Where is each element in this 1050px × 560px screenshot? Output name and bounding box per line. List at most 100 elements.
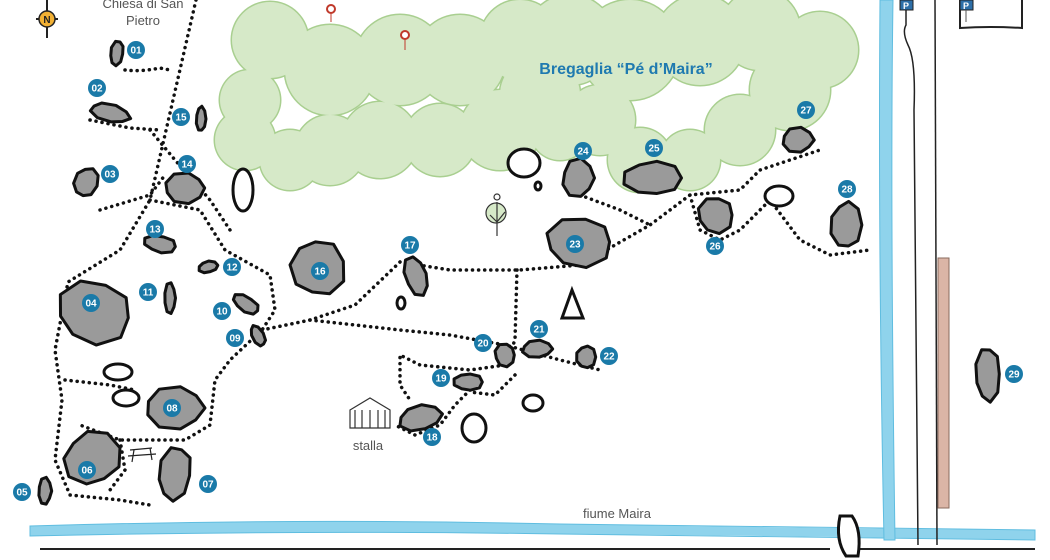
boulder-number: 17 xyxy=(404,241,416,252)
boulder-number-badge[interactable]: 27 xyxy=(797,101,815,119)
boulder-shape[interactable] xyxy=(974,348,1001,404)
boulder-02[interactable] xyxy=(88,99,133,126)
boulder-shape[interactable] xyxy=(561,156,597,198)
boulder-number-badge[interactable]: 02 xyxy=(88,79,106,97)
boulder-07[interactable] xyxy=(154,446,193,503)
boulder-number-badge[interactable]: 29 xyxy=(1005,365,1023,383)
boulder-shape[interactable] xyxy=(71,164,102,199)
boulder-12[interactable] xyxy=(197,259,220,275)
boulder-number-badge[interactable]: 25 xyxy=(645,139,663,157)
boulder-26[interactable] xyxy=(696,197,734,236)
boulder-27[interactable] xyxy=(781,125,816,154)
boulder-number-badge[interactable]: 07 xyxy=(199,475,217,493)
boulder-29[interactable] xyxy=(974,348,1001,404)
boulder-25[interactable] xyxy=(622,159,683,196)
boulder-number-badge[interactable]: 04 xyxy=(82,294,100,312)
boulder-shape[interactable] xyxy=(493,342,516,369)
church-label: Chiesa di San xyxy=(103,0,184,11)
boulder-shape[interactable] xyxy=(829,199,864,248)
boulder-06[interactable] xyxy=(56,423,128,490)
boulder-number-badge[interactable]: 28 xyxy=(838,180,856,198)
compass-icon: N xyxy=(36,0,58,38)
boulder-number: 20 xyxy=(477,339,489,350)
boulder-number-badge[interactable]: 14 xyxy=(178,155,196,173)
boulder-number-badge[interactable]: 06 xyxy=(78,461,96,479)
badge-circle xyxy=(199,475,217,493)
boulders xyxy=(37,39,1001,506)
boulder-number-badge[interactable]: 16 xyxy=(311,262,329,280)
boulder-number: 07 xyxy=(202,480,214,491)
boulder-05[interactable] xyxy=(37,475,54,506)
boulder-number-badge[interactable]: 08 xyxy=(163,399,181,417)
boulder-shape[interactable] xyxy=(56,423,128,490)
boulder-number-badge[interactable]: 23 xyxy=(566,235,584,253)
boulder-shape[interactable] xyxy=(194,104,208,132)
boulder-shape[interactable] xyxy=(163,281,178,315)
boulder-number: 26 xyxy=(709,242,721,253)
forest-area xyxy=(213,0,860,194)
boulder-number-badge[interactable]: 15 xyxy=(172,108,190,126)
boulder-01[interactable] xyxy=(108,39,125,68)
boulder-shape[interactable] xyxy=(197,259,220,275)
boulder-number-badge[interactable]: 21 xyxy=(530,320,548,338)
boulder-shape[interactable] xyxy=(696,197,734,236)
boulder-number-badge[interactable]: 13 xyxy=(146,220,164,238)
boulder-number-badge[interactable]: 22 xyxy=(600,347,618,365)
boulder-15[interactable] xyxy=(194,104,208,132)
boulder-number-badge[interactable]: 05 xyxy=(13,483,31,501)
badge-circle xyxy=(566,235,584,253)
boulder-number-badge[interactable]: 12 xyxy=(223,258,241,276)
boulder-shape[interactable] xyxy=(37,475,54,506)
boulder-shape[interactable] xyxy=(108,39,125,68)
boulder-17[interactable] xyxy=(401,255,432,299)
badge-circle xyxy=(163,399,181,417)
boulder-shape[interactable] xyxy=(164,171,207,206)
boulder-shape[interactable] xyxy=(53,278,133,350)
boulder-24[interactable] xyxy=(561,156,597,198)
boulder-shape[interactable] xyxy=(521,338,555,359)
boulder-shape[interactable] xyxy=(88,99,133,126)
boulder-number: 22 xyxy=(603,352,615,363)
badge-circle xyxy=(82,294,100,312)
boulder-number-badge[interactable]: 03 xyxy=(101,165,119,183)
boulder-19[interactable] xyxy=(452,372,484,392)
boulder-09[interactable] xyxy=(247,323,268,348)
boulder-number: 13 xyxy=(149,225,161,236)
boulder-shape[interactable] xyxy=(143,233,177,255)
boulder-number-badge[interactable]: 11 xyxy=(139,283,157,301)
boulder-shape[interactable] xyxy=(397,401,444,433)
boulder-number: 02 xyxy=(91,84,103,95)
boulder-03[interactable] xyxy=(71,164,102,199)
boulder-number-badge[interactable]: 20 xyxy=(474,334,492,352)
boulder-20[interactable] xyxy=(493,342,516,369)
boulder-number-badge[interactable]: 26 xyxy=(706,237,724,255)
boulder-number-badge[interactable]: 09 xyxy=(226,329,244,347)
boulder-04[interactable] xyxy=(53,278,133,350)
boulder-number-badge[interactable]: 10 xyxy=(213,302,231,320)
boulder-18[interactable] xyxy=(397,401,444,433)
badge-circle xyxy=(101,165,119,183)
boulder-number-badge[interactable]: 17 xyxy=(401,236,419,254)
boulder-13[interactable] xyxy=(143,233,177,255)
boulder-shape[interactable] xyxy=(575,344,598,370)
boulder-shape[interactable] xyxy=(247,323,268,348)
badge-circle xyxy=(226,329,244,347)
boulder-shape[interactable] xyxy=(452,372,484,392)
boulder-shape[interactable] xyxy=(781,125,816,154)
boulder-22[interactable] xyxy=(575,344,598,370)
boulder-14[interactable] xyxy=(164,171,207,206)
boulder-shape[interactable] xyxy=(401,255,432,299)
boulder-number: 15 xyxy=(175,113,187,124)
boulder-10[interactable] xyxy=(230,291,261,317)
boulder-28[interactable] xyxy=(829,199,864,248)
boulder-shape[interactable] xyxy=(230,291,261,317)
boulder-number-badge[interactable]: 24 xyxy=(574,142,592,160)
boulder-number: 14 xyxy=(181,160,193,171)
boulder-11[interactable] xyxy=(163,281,178,315)
boulder-number-badge[interactable]: 18 xyxy=(423,428,441,446)
boulder-21[interactable] xyxy=(521,338,555,359)
boulder-number-badge[interactable]: 19 xyxy=(432,369,450,387)
boulder-shape[interactable] xyxy=(622,159,683,196)
boulder-shape[interactable] xyxy=(154,446,193,503)
boulder-number-badge[interactable]: 01 xyxy=(127,41,145,59)
